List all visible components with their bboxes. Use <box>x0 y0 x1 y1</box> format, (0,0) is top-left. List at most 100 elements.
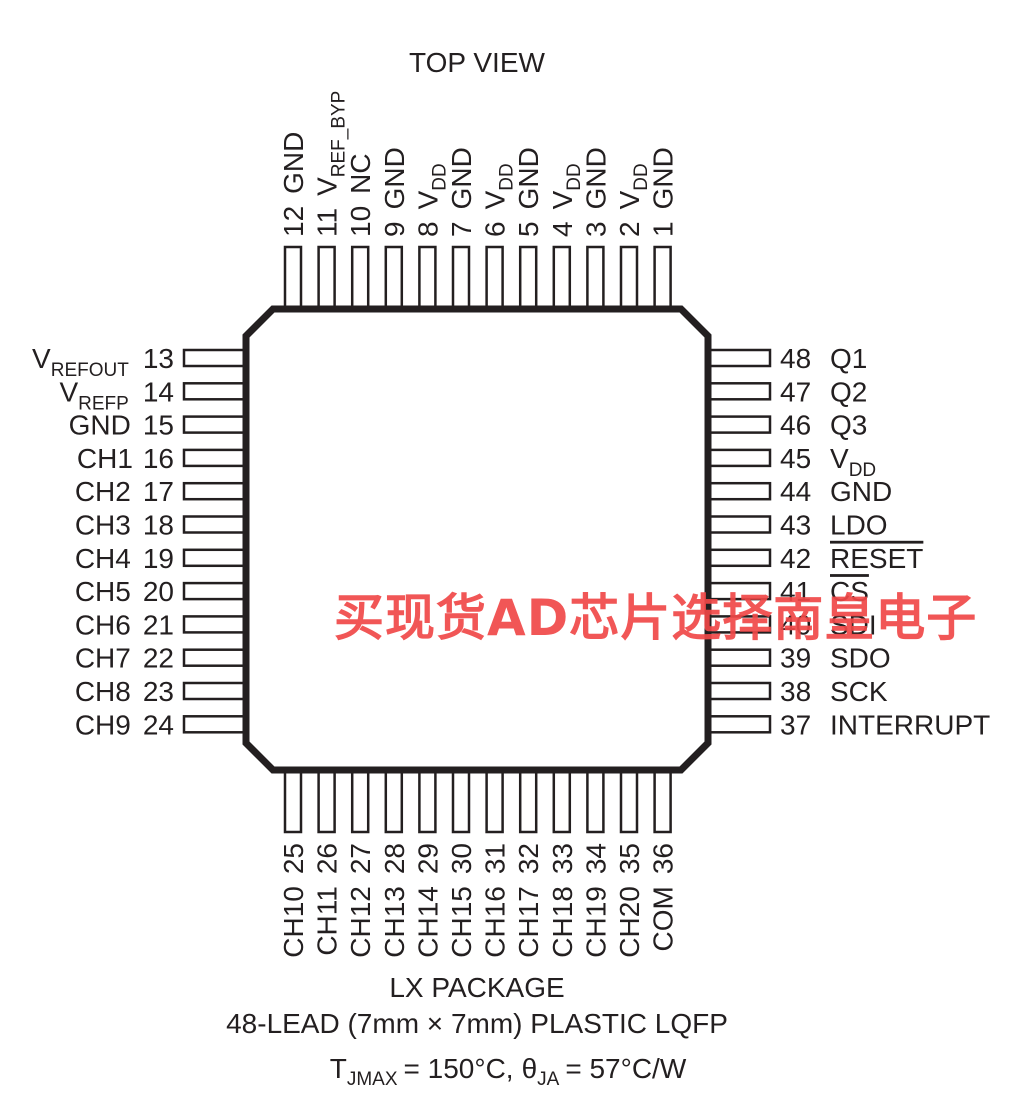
pin-lead-21 <box>182 615 248 634</box>
pin-name: CS <box>830 576 869 607</box>
pin-label-40: SDI <box>830 609 877 640</box>
pin-number: 26 <box>312 843 343 874</box>
pin-name: LDO <box>830 510 888 541</box>
pin-lead-4 <box>552 245 572 311</box>
pin-lead-6 <box>485 245 504 311</box>
pin-label-31: CH1631 <box>480 843 511 958</box>
pin-name: Q2 <box>830 376 867 407</box>
pin-name: CH18 <box>547 886 578 958</box>
pin-name: CH5 <box>75 576 131 607</box>
pin-number: 1 <box>648 221 679 237</box>
pin-number: 18 <box>143 510 174 541</box>
pin-name: V <box>312 177 343 196</box>
pin-label-7: 7 GND <box>446 147 477 237</box>
pin-number: 45 <box>780 443 811 474</box>
pin-label-47: Q2 <box>830 376 867 407</box>
pin-lead-37 <box>706 715 772 734</box>
pin-lead-36 <box>653 768 672 834</box>
pin-name: V <box>830 443 849 474</box>
pin-lead-45 <box>706 448 772 468</box>
pin-number: 21 <box>143 609 174 640</box>
pin-name-subscript: DD <box>564 163 585 190</box>
pin-number: 24 <box>143 709 174 740</box>
pin-lead-29 <box>418 768 437 834</box>
pin-name: SDO <box>830 643 891 674</box>
pin-number: 22 <box>143 643 174 674</box>
pin-name: GND <box>379 147 410 209</box>
pin-number: 43 <box>780 510 811 541</box>
pin-label-32: CH17 32 <box>513 843 544 958</box>
pin-label-45: VDD <box>830 443 876 481</box>
pin-label-9: 9GND <box>379 147 410 237</box>
pin-lead-5 <box>518 245 538 311</box>
pin-label-33: CH18 33 <box>547 843 578 958</box>
pin-name: GND <box>278 132 309 194</box>
watermark-text: 买现货AD芯片选择南皇电子 <box>334 589 978 647</box>
pin-name: CH9 <box>75 709 131 740</box>
pin-label-8: 8VDD <box>412 163 450 237</box>
pin-number: 25 <box>278 843 309 874</box>
pin-label-27: CH12 27 <box>345 843 376 958</box>
pin-lead-48 <box>706 348 772 368</box>
pin-lead-30 <box>451 768 471 834</box>
pin-name: V <box>480 190 511 209</box>
pin-name: INTERRUPT <box>830 709 990 740</box>
pin-number: 38 <box>780 676 811 707</box>
pin-label-25: CH1025 <box>278 843 309 958</box>
pin-lead-28 <box>384 768 404 834</box>
pin-label-41: CS <box>830 576 869 607</box>
pin-number: 48 <box>780 343 811 374</box>
pin-lead-2 <box>619 245 639 311</box>
pin-name: V <box>614 190 645 209</box>
pin-label-30: CH1530 <box>446 843 477 958</box>
pin-lead-7 <box>451 245 471 311</box>
theta-subscript: JA <box>537 1069 560 1090</box>
pin-lead-16 <box>182 448 248 468</box>
pin-number: 13 <box>143 343 174 374</box>
pin-name: GND <box>580 147 611 209</box>
pin-lead-44 <box>706 481 772 501</box>
pin-number: 33 <box>547 843 578 874</box>
pin-number: 7 <box>446 221 477 237</box>
pin-number: 15 <box>143 410 174 441</box>
pin-number: 31 <box>480 843 511 874</box>
pin-number: 46 <box>780 410 811 441</box>
pin-name: Q1 <box>830 343 867 374</box>
pin-name: GND <box>830 476 892 507</box>
pin-number: 36 <box>648 843 679 874</box>
pin-lead-12 <box>283 245 303 311</box>
pin-number: 27 <box>345 843 376 874</box>
pin-name: COM <box>648 886 679 951</box>
pin-name: V <box>547 190 578 209</box>
pin-number: 12 <box>278 206 309 237</box>
pin-lead-31 <box>485 768 504 834</box>
pin-number: 32 <box>513 843 544 874</box>
pin-number: 11 <box>312 208 343 237</box>
pin-number: 16 <box>143 443 174 474</box>
pin-label-48: Q1 <box>830 343 867 374</box>
pin-label-3: 3GND <box>580 147 611 237</box>
pin-name: CH13 <box>379 886 410 958</box>
pin-name: GND <box>446 147 477 209</box>
pin-lead-43 <box>706 515 772 534</box>
pin-number: 6 <box>480 221 511 237</box>
pin-lead-10 <box>350 245 370 311</box>
pin-name: CH17 <box>513 886 544 958</box>
pin-label-46: Q3 <box>830 410 867 441</box>
pin-name-subscript: DD <box>497 163 518 190</box>
pin-name: RESET <box>830 543 923 574</box>
pin-lead-26 <box>317 768 336 834</box>
pin-label-1: 1GND <box>648 147 679 237</box>
pin-name: SCK <box>830 676 888 707</box>
pin-label-26: CH1126 <box>312 843 343 956</box>
pin-name: CH20 <box>614 886 645 958</box>
pin-number: 8 <box>412 221 443 237</box>
pin-label-34: CH1934 <box>580 843 611 958</box>
pin-name: CH12 <box>345 886 376 958</box>
pin-number: 29 <box>412 843 443 874</box>
theta-value: = 57°C/W <box>565 1053 686 1084</box>
pin-leads <box>182 245 772 834</box>
